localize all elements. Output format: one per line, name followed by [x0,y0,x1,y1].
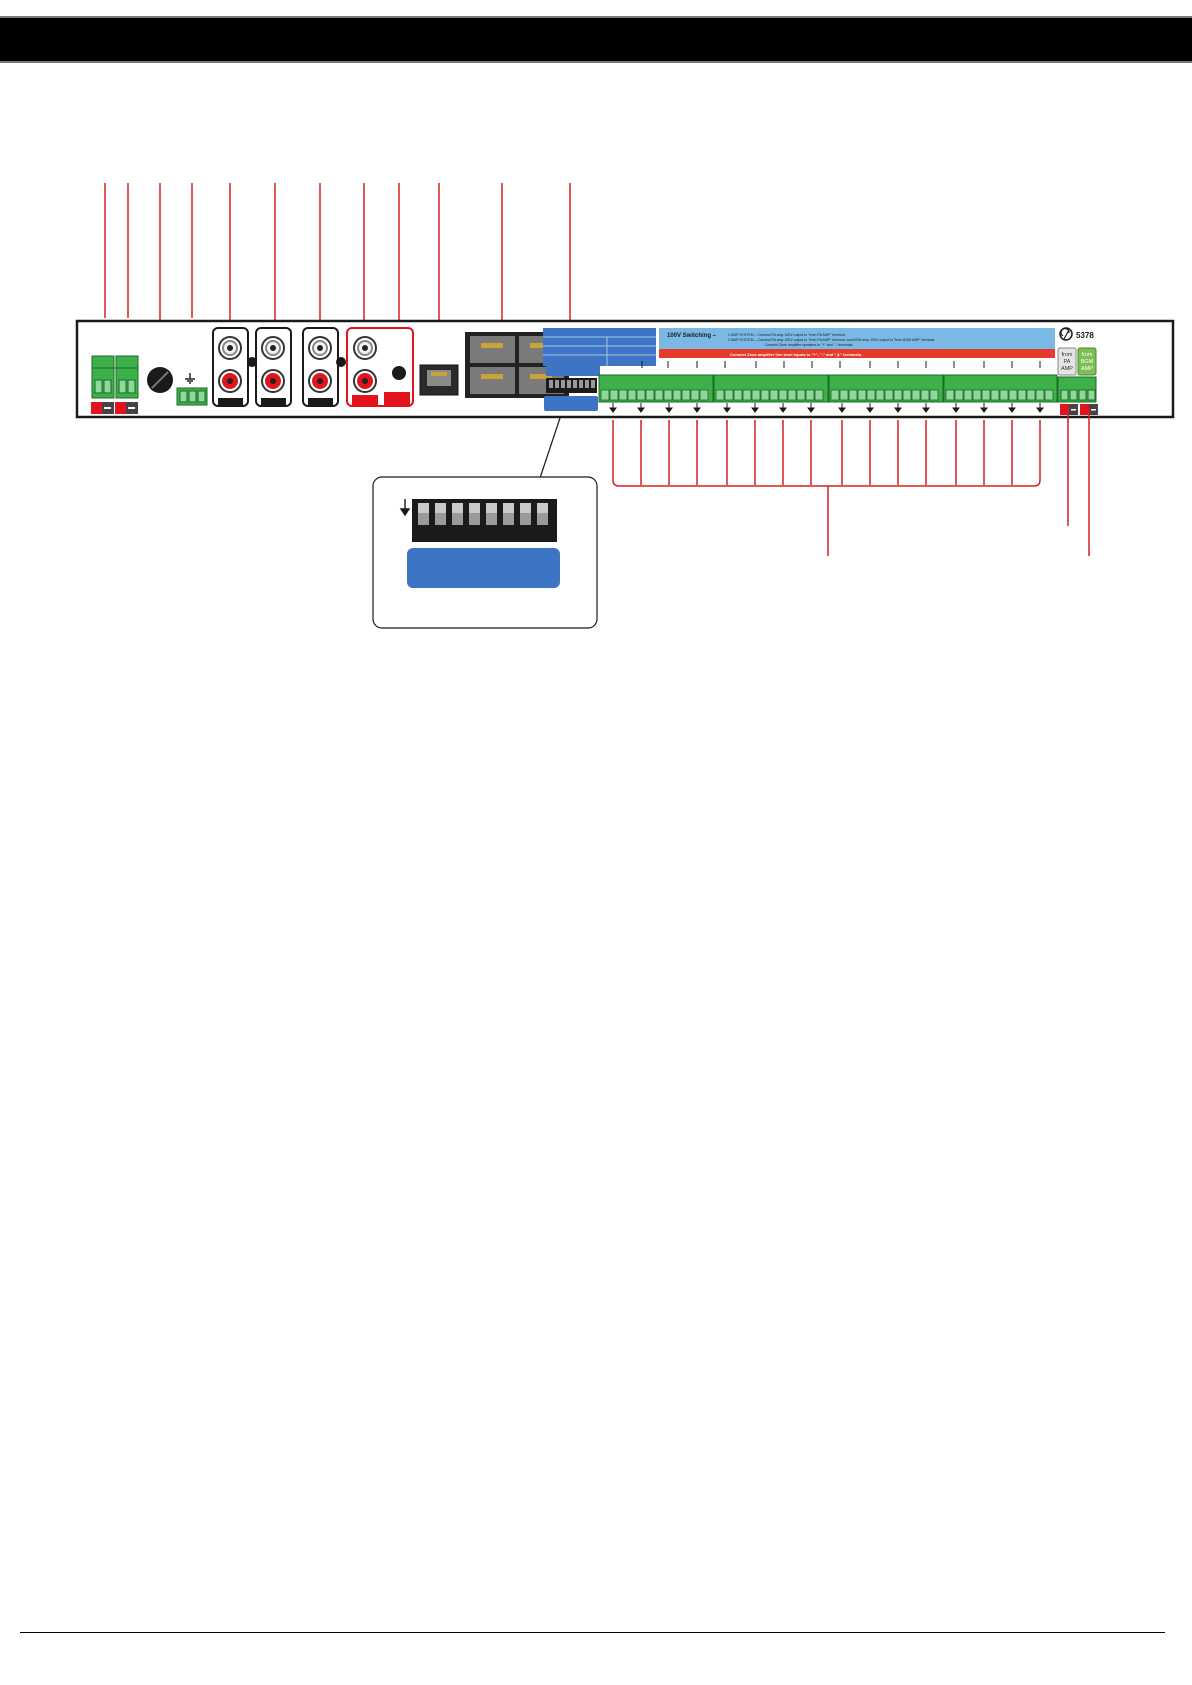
terminal-screw [118,379,127,394]
ground-icon [185,373,195,384]
terminal-screw [127,379,136,394]
dip-switch-zoom [372,476,598,629]
zone-terminal-strips [598,374,1058,403]
switching-line2: 2 AMP SYSTEM – Connect PA amp 100V outpu… [728,338,935,342]
terminal-screw [94,379,103,394]
power-terminal [91,355,139,414]
switching-info: 100V Switching – 1 AMP SYSTEM – Connect … [659,328,1055,358]
zoom-callout-line [539,417,561,479]
rear-panel: 100V Switching – 1 AMP SYSTEM – Connect … [75,319,1175,419]
dip-switch-small [544,378,598,411]
switching-line1: 1 AMP SYSTEM – Connect PA amp 100V outpu… [728,333,846,337]
rcm-cert-icon [1059,327,1073,341]
from-pa-amp-label-3: AMP [1061,366,1073,372]
setting-table [543,328,656,376]
minus-sign [104,407,111,409]
warning-text: Connect Zone amplifier line level inputs… [730,351,862,357]
terminal-screw [103,379,112,394]
ground-terminal [176,373,208,406]
switching-line3: Connect Zone amplifier speakers to "+" a… [765,343,853,347]
fuse-holder [147,367,173,393]
from-bgm-amp-label-1: from [1082,352,1093,358]
from-bgm-amp-label-3: AMP [1081,366,1093,372]
from-pa-amp-label-2: PA [1064,359,1071,365]
from-pa-amp-label-1: from [1062,352,1073,358]
arrow-down-icon [609,403,1044,413]
switching-title: 100V Switching – [667,333,717,339]
cert-number: 5378 [1076,331,1094,340]
polarity-label [91,402,102,414]
arrow-down-icon [399,499,411,517]
footer-rule [20,1632,1165,1633]
rca-input-group [212,327,292,407]
minus-sign [128,407,135,409]
network-port [419,364,459,396]
tick-marks [641,361,1041,368]
title-bar [0,16,1192,63]
rca-output-group [302,327,414,407]
amp-input-terminals: from PA AMP from BGM AMP [1057,347,1098,415]
from-bgm-amp-label-2: BGM [1081,359,1094,365]
zone-callout-bracket [612,408,1090,556]
polarity-label [115,402,126,414]
